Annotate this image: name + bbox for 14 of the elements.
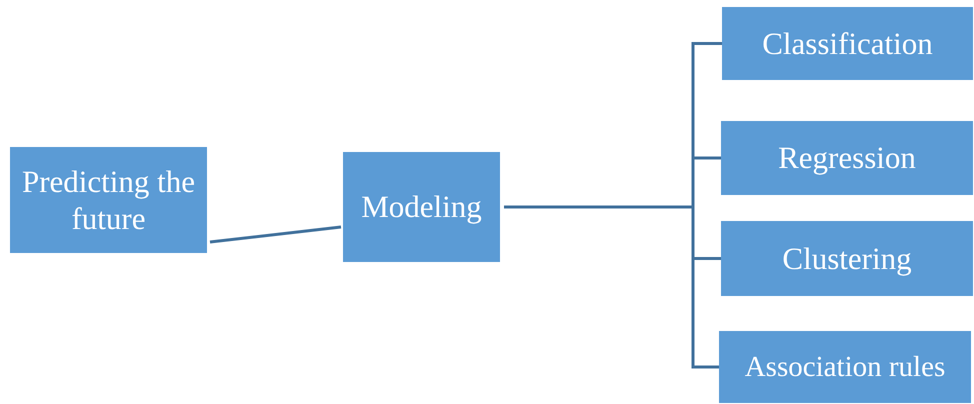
box-label: Classification [762, 24, 933, 62]
connector-line [210, 226, 342, 244]
process-box [722, 7, 973, 80]
process-box [343, 152, 500, 262]
connector-line [504, 206, 719, 368]
box-label: Regression [778, 139, 916, 177]
box-label: Modeling [361, 188, 482, 226]
process-box [719, 331, 971, 403]
box-label: Predicting the future [20, 162, 196, 238]
box-label: Association rules [744, 350, 946, 384]
process-box [721, 121, 973, 195]
process-box [721, 221, 973, 296]
process-box [10, 147, 207, 253]
box-label: Clustering [782, 240, 912, 278]
